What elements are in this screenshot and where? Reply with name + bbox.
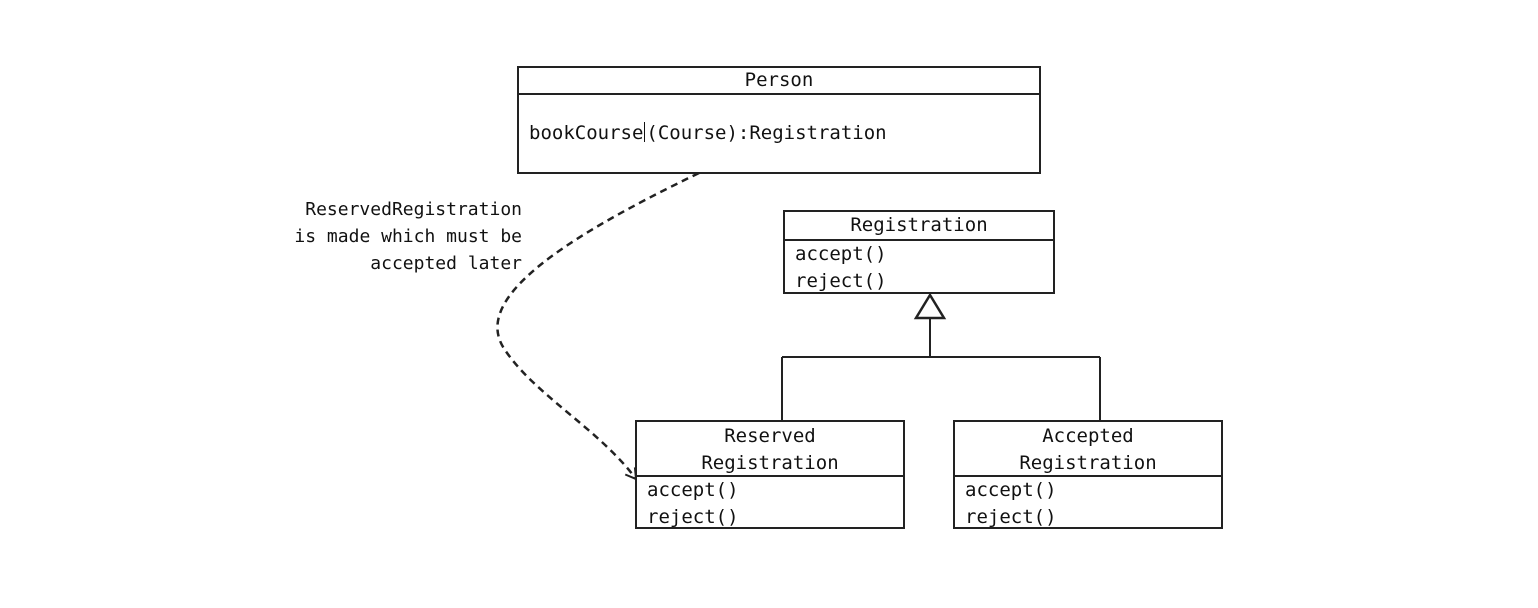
note-line-3: accepted later <box>370 253 522 274</box>
class-person-title: Person <box>744 69 814 91</box>
method-reject: reject() <box>965 506 1057 528</box>
method-accept: accept() <box>647 479 739 501</box>
method-accept: accept() <box>965 479 1057 501</box>
class-person[interactable]: Person bookCourse(Course):Registration <box>517 66 1041 174</box>
inheritance-triangle <box>913 292 947 320</box>
class-reserved-registration-title-line2: Registration <box>701 452 839 474</box>
method-reject: reject() <box>647 506 739 528</box>
class-accepted-registration-title-line2: Registration <box>1019 452 1157 474</box>
dependency-note: ReservedRegistration is made which must … <box>294 196 522 277</box>
class-registration-name: Registration <box>785 212 1053 241</box>
note-line-1: ReservedRegistration <box>305 199 522 220</box>
method-reject: reject() <box>795 270 887 292</box>
dependency-arrow <box>496 171 700 481</box>
class-accepted-registration[interactable]: Accepted Registration accept() reject() <box>953 420 1223 529</box>
method-book-course: bookCourse(Course):Registration <box>529 120 1039 147</box>
class-reserved-registration[interactable]: Reserved Registration accept() reject() <box>635 420 905 529</box>
generalization-connector <box>781 318 1101 421</box>
class-registration[interactable]: Registration accept() reject() <box>783 210 1055 294</box>
class-accepted-registration-methods: accept() reject() <box>955 477 1221 531</box>
method-book-course-name: bookCourse <box>529 122 644 144</box>
class-person-name: Person <box>519 68 1039 95</box>
class-registration-title: Registration <box>850 214 988 236</box>
class-accepted-registration-name: Accepted Registration <box>955 422 1221 477</box>
method-accept: accept() <box>795 243 887 265</box>
class-reserved-registration-name: Reserved Registration <box>637 422 903 477</box>
class-person-methods: bookCourse(Course):Registration <box>519 95 1039 147</box>
note-line-2: is made which must be <box>294 226 522 247</box>
class-accepted-registration-title-line1: Accepted <box>1042 425 1134 447</box>
text-cursor <box>644 122 646 142</box>
class-reserved-registration-methods: accept() reject() <box>637 477 903 531</box>
class-reserved-registration-title-line1: Reserved <box>724 425 816 447</box>
method-book-course-signature: (Course):Registration <box>646 122 887 144</box>
class-registration-methods: accept() reject() <box>785 241 1053 295</box>
